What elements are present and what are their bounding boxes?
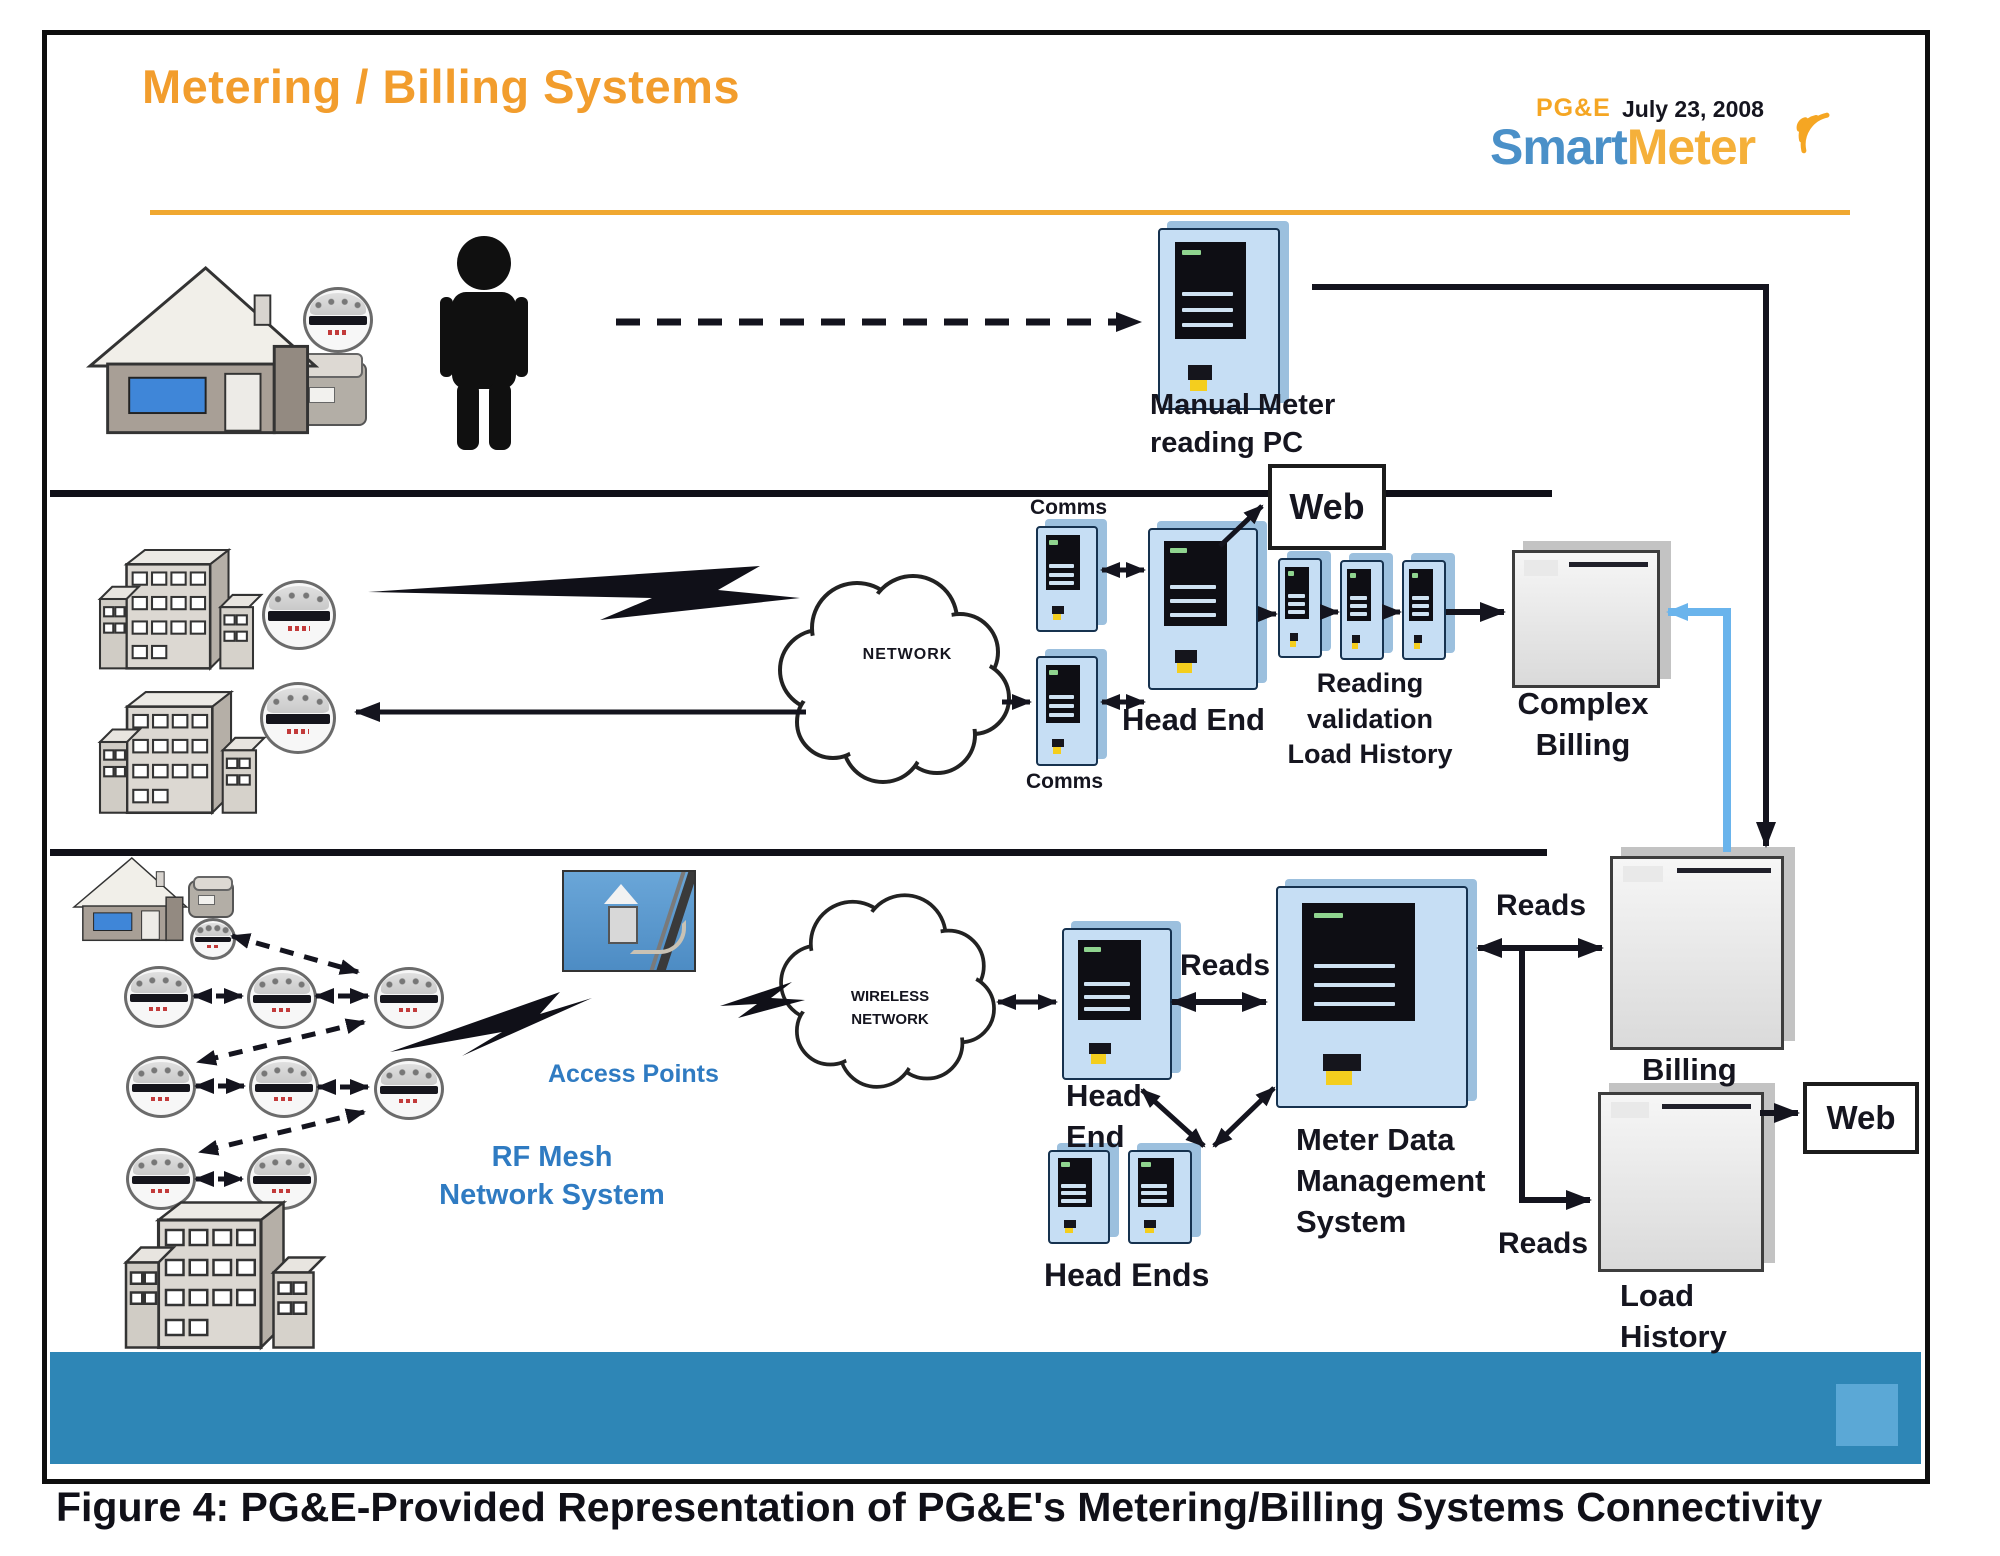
load-history-box-icon [1598, 1092, 1764, 1272]
meter-word: Meter [1626, 119, 1756, 175]
mdms-label: Meter Data Management System [1296, 1122, 1486, 1239]
billing-box-icon [1610, 856, 1784, 1050]
web-box-middle: Web [1268, 464, 1386, 550]
smart-word: Smart [1490, 119, 1628, 175]
logo-date: July 23, 2008 [1622, 96, 1764, 122]
network-cloud-label: NETWORK [862, 646, 953, 663]
mesh-meter-r1c1 [124, 966, 194, 1028]
manual-meter-pc-label: Manual Meter reading PC [1150, 389, 1336, 460]
head-end-bottom-server-icon [1062, 928, 1172, 1080]
web-box-bottom: Web [1803, 1082, 1919, 1154]
mesh-meter-r1c2 [247, 967, 317, 1029]
figure-caption: Figure 4: PG&E-Provided Representation o… [56, 1484, 1823, 1530]
comms-top-label: Comms [1030, 496, 1108, 519]
complex-billing-label: Complex Billing [1517, 686, 1649, 762]
gas-meter-icon [293, 353, 367, 426]
comms-bottom-label: Comms [1026, 770, 1104, 793]
reading-validation-label: Reading validation Load History [1287, 668, 1453, 770]
mesh-meter-r1c3 [374, 967, 444, 1029]
access-point-photo [562, 870, 696, 972]
head-end-server-icon [1148, 528, 1258, 690]
manual-meter-pc-icon [1158, 228, 1280, 410]
electric-meter-icon [303, 287, 373, 353]
pge-logo-text: PG&E [1536, 94, 1611, 122]
mdms-server-icon [1276, 886, 1468, 1108]
mesh-meter-r3c2 [247, 1148, 317, 1210]
band-accent-square [1836, 1384, 1898, 1446]
bottom-blue-band [50, 1352, 1921, 1464]
orange-divider-rule [150, 210, 1850, 215]
gas-meter-icon-small [188, 875, 234, 918]
reads-headend-label: Reads [1180, 949, 1271, 982]
comms-server-top-icon [1036, 526, 1098, 632]
validation-server-1-icon [1278, 558, 1322, 658]
reads-billing-label: Reads [1496, 889, 1587, 922]
wireless-cloud-label: WIRELESS NETWORK [850, 988, 930, 1028]
smartmeter-wordmark: SmartMeter [1490, 118, 1756, 176]
mesh-meter-r2c1 [126, 1056, 196, 1118]
reads-loadhistory-label: Reads [1498, 1227, 1589, 1260]
access-points-label: Access Points [548, 1060, 719, 1088]
validation-server-2-icon [1340, 560, 1384, 660]
mesh-meter-r2c3 [374, 1058, 444, 1120]
section-divider-2 [50, 849, 1547, 856]
head-ends-server-1-icon [1048, 1150, 1110, 1244]
head-ends-label: Head Ends [1044, 1257, 1210, 1293]
head-end-label: Head End [1122, 702, 1265, 737]
mesh-meter-r3c1 [126, 1148, 196, 1210]
comms-server-bottom-icon [1036, 656, 1098, 766]
validation-server-3-icon [1402, 560, 1446, 660]
smartmeter-logo: PG&E July 23, 2008 SmartMeter [1490, 94, 1850, 194]
mesh-meter-r2c2 [249, 1056, 319, 1118]
complex-billing-box-icon [1512, 550, 1660, 688]
web-box-bottom-label: Web [1826, 1099, 1896, 1136]
meter-icon-mid-1 [262, 580, 336, 650]
web-box-middle-label: Web [1289, 486, 1365, 527]
billing-label: Billing [1642, 1052, 1737, 1087]
signal-waves-icon [1792, 108, 1838, 159]
meter-icon-house [190, 918, 236, 960]
diagram-title: Metering / Billing Systems [142, 60, 741, 113]
section-divider-1 [50, 490, 1552, 497]
load-history-label: Load History [1620, 1278, 1727, 1354]
rf-mesh-label: RF Mesh Network System [439, 1141, 665, 1212]
head-end-bottom-label: Head End [1066, 1078, 1142, 1154]
head-ends-server-2-icon [1128, 1150, 1192, 1244]
meter-icon-mid-2 [260, 682, 336, 754]
